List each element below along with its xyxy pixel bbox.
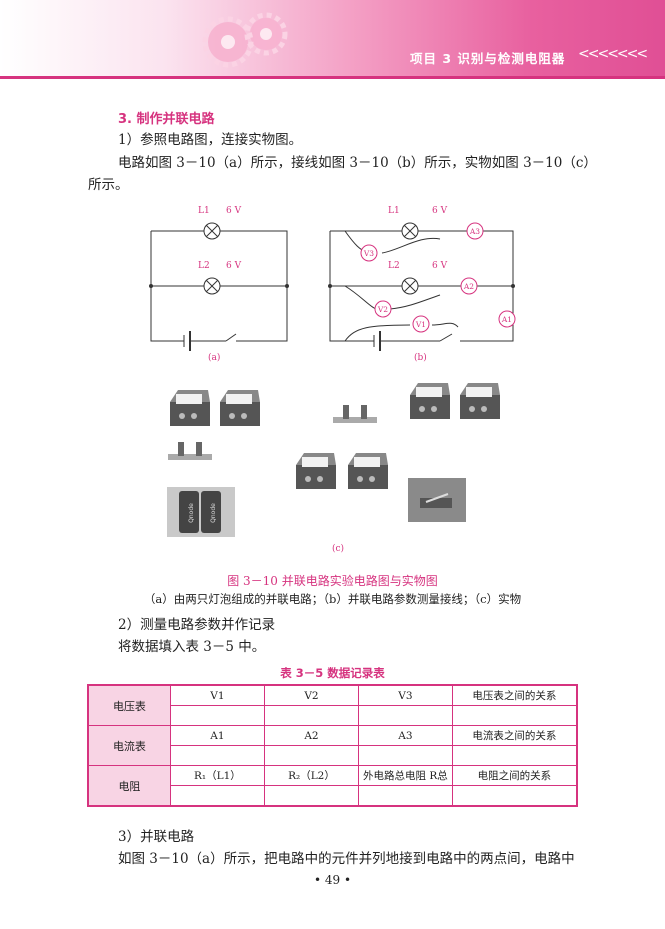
caption-b: (b) (414, 352, 427, 363)
table-cell: A2 (263, 725, 360, 746)
meter-label: A2 (463, 282, 474, 291)
step-1-heading: 1）参照电路图，连接实物图。 (118, 132, 303, 148)
chapter-title: 项目 3 识别与检测电阻器 (410, 51, 566, 66)
table-row (88, 705, 578, 726)
table-cell: V3 (358, 684, 453, 706)
section-heading: 3. 制作并联电路 (118, 112, 215, 127)
step-2-heading: 2）测量电路参数并作记录 (118, 617, 276, 633)
lamp-l2-label: L2 (388, 261, 400, 271)
ammeter-a3-icon (466, 222, 484, 240)
figure-title: 图 3－10 并联电路实验电路图与实物图 (227, 574, 438, 588)
voltmeter-v3-icon (360, 244, 378, 262)
caption-c: (c) (332, 543, 344, 554)
paragraph-line: 电路如图 3－10（a）所示，接线如图 3－10（b）所示，实物如图 3－10（… (118, 155, 597, 171)
paragraph-line: 将数据填入表 3－5 中。 (118, 639, 266, 655)
lamp-l1-voltage: 6 V (226, 206, 242, 216)
table-cell: R₂（L2） (263, 765, 360, 786)
paragraph-line: 所示。 (88, 177, 129, 193)
table-row (88, 785, 578, 807)
page-header (0, 0, 665, 78)
step-3-heading: 3）并联电路 (118, 829, 195, 845)
table-cell: A1 (169, 725, 265, 746)
page-number: • 49 • (313, 873, 352, 887)
table-cell: 电压表之间的关系 (451, 684, 578, 706)
switch-photo-icon (408, 478, 466, 522)
ammeter-a2-icon (460, 277, 478, 295)
header-rule (0, 76, 665, 79)
figure-3-10: L1 6 V L2 6 V (a) A3 V3 A2 V2 V1 A (149, 206, 516, 554)
meter-label: V1 (415, 320, 426, 329)
row-header: 电流表 (87, 725, 171, 766)
meter-label: V2 (377, 305, 388, 314)
table-cell: R₁（L1） (169, 765, 265, 786)
table-title: 表 3－5 数据记录表 (280, 666, 385, 680)
lamp-l1-voltage: 6 V (432, 206, 448, 216)
table-cell: 外电路总电阻 R总 (358, 765, 453, 786)
data-record-table: 电压表 V1 V2 V3 电压表之间的关系 电流表 A1 A2 A3 电流表之间… (87, 684, 578, 807)
table-row: 电流表 A1 A2 A3 电流表之间的关系 (87, 725, 578, 766)
row-header: 电阻 (87, 765, 171, 807)
caption-a: (a) (208, 352, 220, 363)
meter-photo-icon (170, 383, 500, 489)
circuit-diagram-a (150, 222, 288, 351)
row-header: 电压表 (87, 684, 171, 726)
meter-label: A1 (501, 315, 512, 324)
gear-decoration-icon (202, 12, 288, 68)
ammeter-a1-icon (498, 310, 516, 328)
lamp-l2-voltage: 6 V (226, 261, 242, 271)
svg-text:Qnode: Qnode (210, 503, 217, 523)
meter-label: A3 (469, 227, 480, 236)
svg-text:Qnode: Qnode (188, 503, 195, 523)
table-cell: V2 (263, 684, 360, 706)
lamp-holder-photo-icon (168, 405, 377, 460)
lamp-l1-label: L1 (388, 206, 400, 216)
voltmeter-v1-icon (412, 315, 430, 333)
voltmeter-v2-icon (374, 300, 392, 318)
meter-label: V3 (363, 249, 374, 258)
table-row: 电压表 V1 V2 V3 电压表之间的关系 (87, 684, 578, 726)
chevron-left-icon: <<<<<<< (578, 46, 648, 62)
lamp-l2-voltage: 6 V (432, 261, 448, 271)
lamp-l1-label: L1 (198, 206, 210, 216)
table-cell: A3 (358, 725, 453, 746)
table-row: 电阻 R₁（L1） R₂（L2） 外电路总电阻 R总 电阻之间的关系 (87, 765, 578, 807)
battery-photo-icon: Qnode Qnode (167, 487, 235, 537)
lamp-l2-label: L2 (198, 261, 210, 271)
table-cell: V1 (169, 684, 265, 706)
paragraph-line: 如图 3－10（a）所示，把电路中的元件并列地接到电路中的两点间，电路中 (118, 851, 575, 867)
table-cell: 电流表之间的关系 (451, 725, 578, 746)
table-cell: 电阻之间的关系 (451, 765, 578, 786)
figure-description: （a）由两只灯泡组成的并联电路；（b）并联电路参数测量接线；（c）实物 (143, 592, 522, 606)
